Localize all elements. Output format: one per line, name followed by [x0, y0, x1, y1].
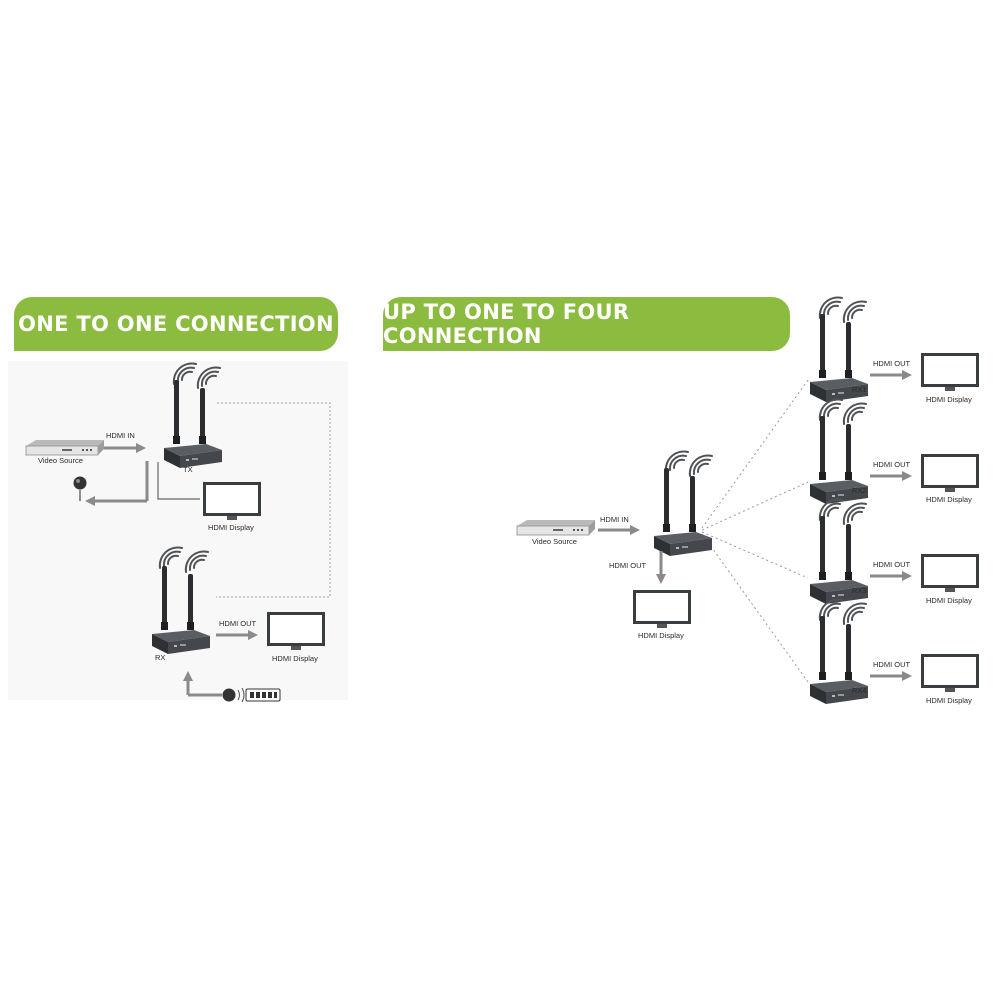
- hdmi-out-label: HDMI OUT: [219, 619, 256, 628]
- wireless-link-dotted: [216, 402, 331, 598]
- video-source-device: [25, 439, 105, 456]
- one-to-one-diagram: Video Source HDMI IN TX HDMI Display RX …: [8, 361, 348, 703]
- tx-to-display-cable: [157, 462, 200, 500]
- one-to-four-diagram: Video Source HDMI IN HDMI OUT HDMI Displ…: [516, 296, 979, 705]
- receiver-rx4: RX4 HDMI OUT HDMI Display: [810, 598, 979, 705]
- wifi-signal-icon: [688, 454, 713, 477]
- wifi-signal-icon: [842, 502, 867, 525]
- remote-control-icon: [245, 688, 281, 702]
- remote-display-label: HDMI Display: [272, 654, 318, 663]
- banner-one-to-one-text: ONE TO ONE CONNECTION: [18, 312, 334, 336]
- receiver-rx3: RX3 HDMI OUT HDMI Display: [810, 498, 979, 605]
- tv-icon: [921, 654, 979, 692]
- video-source-device: [516, 519, 596, 536]
- rx3-display-label: HDMI Display: [926, 596, 972, 605]
- local-display-label: HDMI Display: [208, 523, 254, 532]
- video-source-label: Video Source: [532, 537, 577, 546]
- ir-waves: [237, 687, 245, 703]
- tv-icon: [921, 554, 979, 592]
- return-arrow-head: [85, 496, 95, 506]
- hdmi-out-arrow-head: [656, 574, 666, 584]
- hdmi-in-label: HDMI IN: [600, 515, 629, 524]
- wifi-signal-icon: [842, 300, 867, 323]
- hdmi-out-label: HDMI OUT: [873, 359, 910, 368]
- rx3-label: RX3: [852, 586, 867, 595]
- ir-sensor-icon: [222, 688, 236, 702]
- ir-sensor-icon: [73, 476, 87, 490]
- hdmi-out-label: HDMI OUT: [609, 561, 646, 570]
- video-source-label: Video Source: [38, 456, 83, 465]
- rx2-label: RX2: [852, 486, 867, 495]
- hdmi-out-arrow: [868, 469, 914, 483]
- wifi-signal-icon: [842, 402, 867, 425]
- banner-one-to-four-text: UP TO ONE TO FOUR CONNECTION: [383, 300, 630, 348]
- rx4-display-label: HDMI Display: [926, 696, 972, 705]
- rx-label: RX: [155, 653, 165, 662]
- hdmi-out-label: HDMI OUT: [873, 460, 910, 469]
- wifi-signal-icon: [842, 602, 867, 625]
- ir-arrow-head: [183, 671, 193, 681]
- rx1-label: RX1: [852, 385, 867, 394]
- banner-one-to-one: ONE TO ONE CONNECTION: [14, 297, 338, 351]
- tx-label: TX: [183, 465, 193, 474]
- hdmi-out-label: HDMI OUT: [873, 660, 910, 669]
- rx1-display-label: HDMI Display: [926, 395, 972, 404]
- wireless-links-dotted: [701, 379, 809, 683]
- tv-icon: [267, 612, 325, 650]
- tx-device: [654, 468, 712, 556]
- hdmi-in-label: HDMI IN: [106, 431, 135, 440]
- receiver-rx1: RX1 HDMI OUT HDMI Display: [810, 296, 979, 404]
- local-display-label: HDMI Display: [638, 631, 684, 640]
- banner-one-to-four: UP TO ONE TO FOUR CONNECTION: [383, 297, 790, 351]
- tv-icon: [203, 482, 261, 520]
- rx2-display-label: HDMI Display: [926, 495, 972, 504]
- tv-icon: [921, 454, 979, 492]
- receiver-rx2: RX2 HDMI OUT HDMI Display: [810, 398, 979, 504]
- rx4-label: RX4: [852, 686, 867, 695]
- hdmi-out-arrow: [868, 368, 914, 382]
- hdmi-out-label: HDMI OUT: [873, 560, 910, 569]
- wifi-signal-icon: [664, 450, 689, 473]
- tv-icon: [921, 353, 979, 391]
- hdmi-in-arrow: [596, 523, 642, 537]
- tv-icon: [633, 590, 691, 628]
- hdmi-out-arrow: [868, 569, 914, 583]
- hdmi-out-arrow: [868, 669, 914, 683]
